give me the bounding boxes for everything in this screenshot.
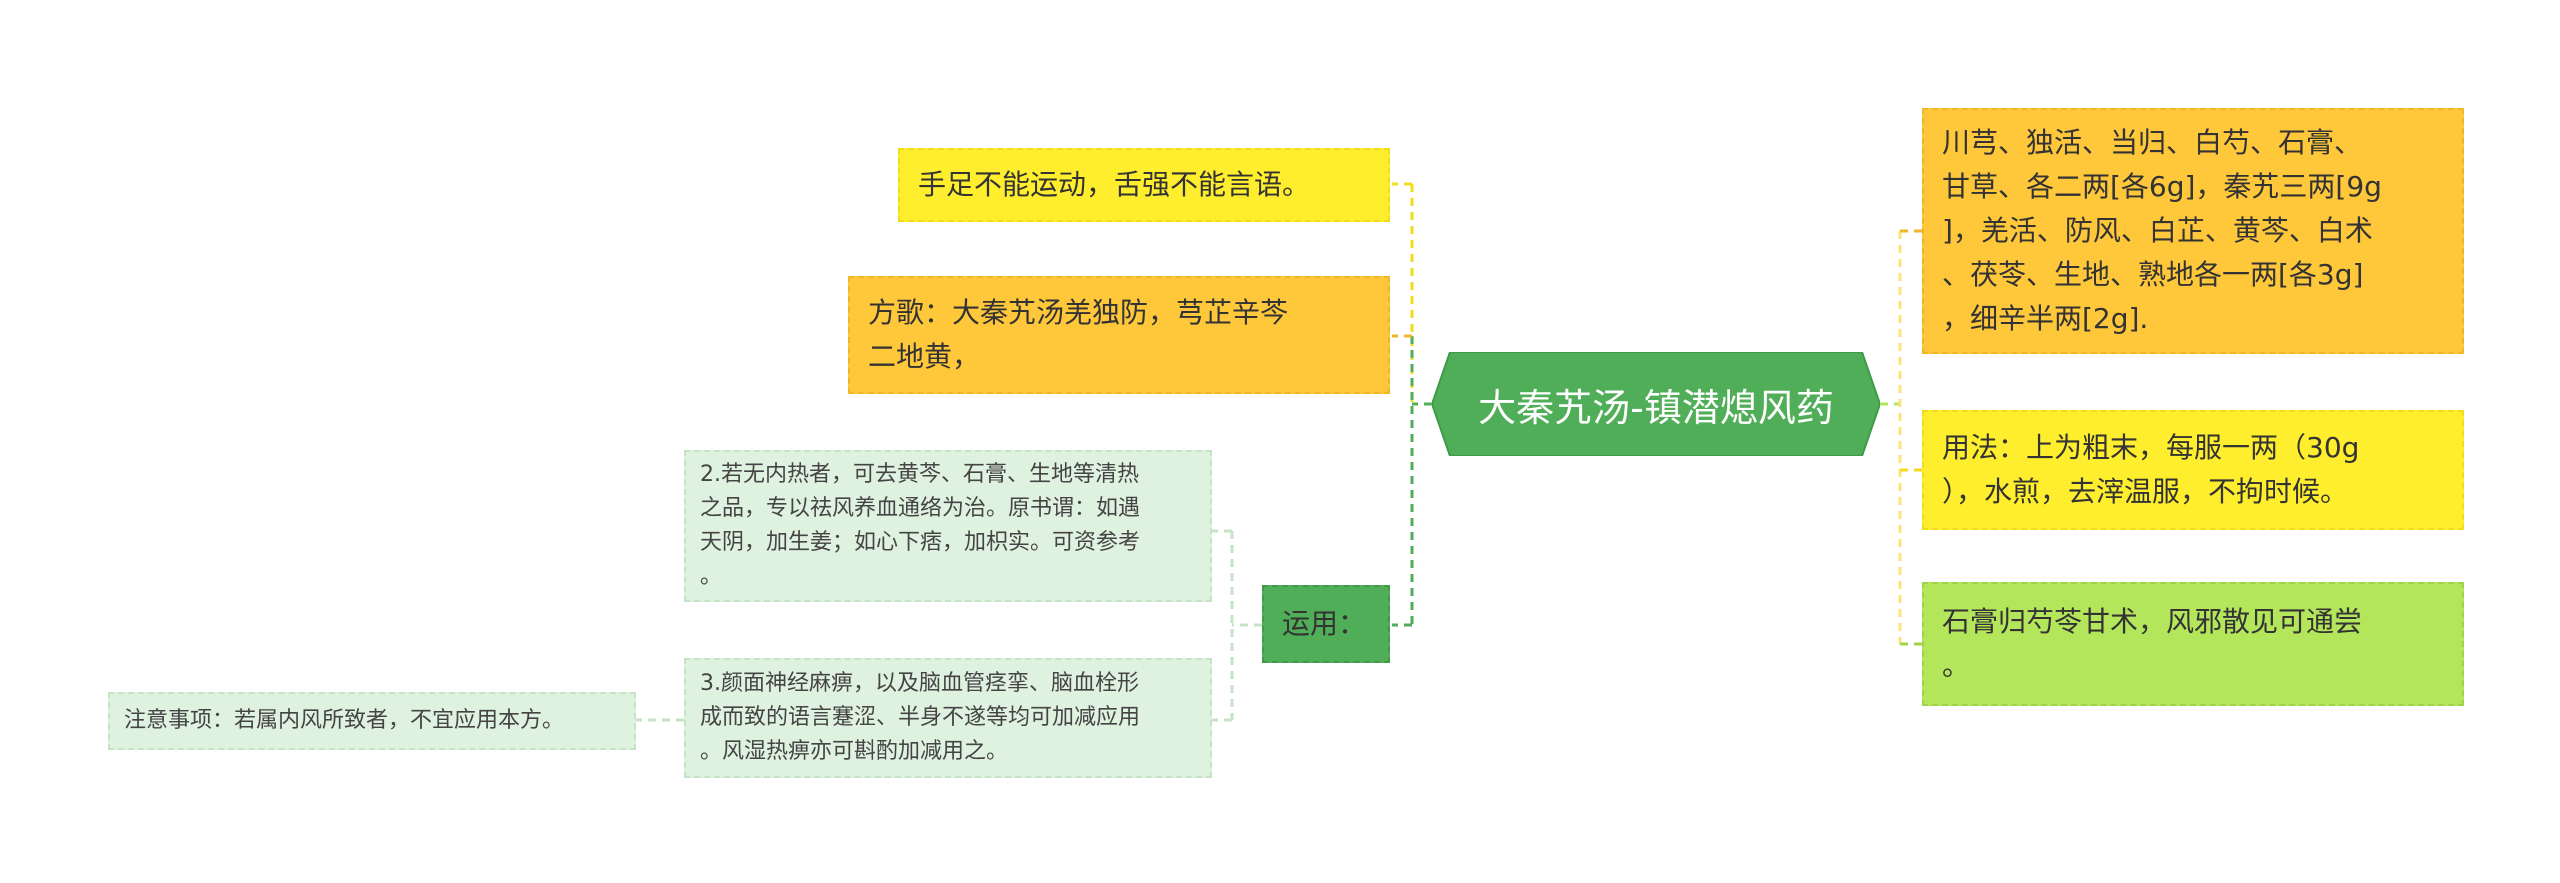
usage-item-2-text: 2.若无内热者，可去黄芩、石膏、生地等清热 之品，专以祛风养血通络为治。原书谓：… [700, 462, 1141, 589]
caution-text: 注意事项：若属内风所致者，不宜应用本方。 [124, 708, 565, 733]
symptom-text: 手足不能运动，舌强不能言语。 [918, 168, 1311, 201]
formula-song-node[interactable]: 方歌：大秦艽汤羌独防，芎芷辛芩 二地黄， [848, 276, 1390, 394]
central-topic[interactable]: 大秦艽汤-镇潜熄风药 [1432, 352, 1880, 456]
method-text: 用法：上为粗末，每服一两（30g ），水煎，去滓温服，不拘时候。 [1942, 431, 2360, 508]
usage-text: 运用： [1282, 607, 1367, 640]
rhyme-text: 石膏归芍苓甘术，风邪散见可通尝 。 [1942, 605, 2363, 682]
rhyme-node[interactable]: 石膏归芍苓甘术，风邪散见可通尝 。 [1922, 582, 2464, 706]
formula-song-text: 方歌：大秦艽汤羌独防，芎芷辛芩 二地黄， [868, 296, 1289, 373]
usage-item-2-node[interactable]: 2.若无内热者，可去黄芩、石膏、生地等清热 之品，专以祛风养血通络为治。原书谓：… [684, 450, 1212, 602]
ingredients-text: 川芎、独活、当归、白芍、石膏、 甘草、各二两[各6g]，秦艽三两[9g ]，羌活… [1942, 126, 2382, 335]
central-topic-label: 大秦艽汤-镇潜熄风药 [1478, 385, 1834, 430]
usage-node[interactable]: 运用： [1262, 585, 1390, 663]
caution-node[interactable]: 注意事项：若属内风所致者，不宜应用本方。 [108, 692, 636, 750]
method-node[interactable]: 用法：上为粗末，每服一两（30g ），水煎，去滓温服，不拘时候。 [1922, 410, 2464, 530]
ingredients-node[interactable]: 川芎、独活、当归、白芍、石膏、 甘草、各二两[各6g]，秦艽三两[9g ]，羌活… [1922, 108, 2464, 354]
usage-item-3-node[interactable]: 3.颜面神经麻痹，以及脑血管痉挛、脑血栓形 成而致的语言蹇涩、半身不遂等均可加减… [684, 658, 1212, 778]
central-topic-shape [1432, 352, 1880, 456]
usage-item-3-text: 3.颜面神经麻痹，以及脑血管痉挛、脑血栓形 成而致的语言蹇涩、半身不遂等均可加减… [700, 671, 1141, 764]
symptom-node[interactable]: 手足不能运动，舌强不能言语。 [898, 148, 1390, 222]
